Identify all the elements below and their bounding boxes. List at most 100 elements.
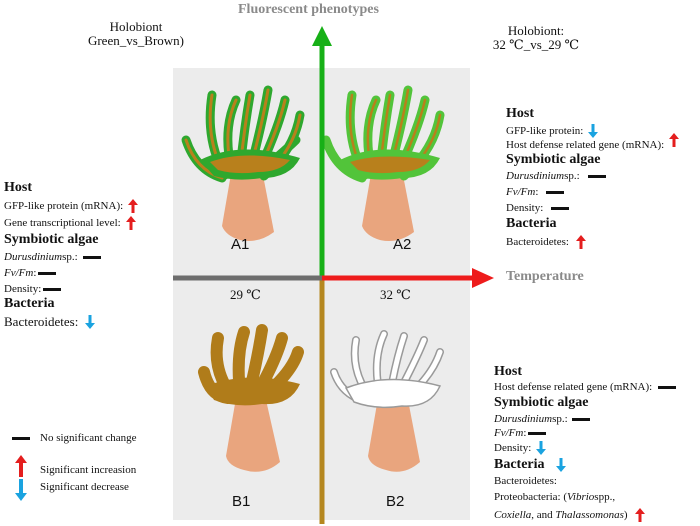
rb-sp-label: sp.: — [552, 413, 568, 425]
panel-label-b1: B1 — [232, 493, 251, 510]
left-algae-title: Symbiotic algae — [4, 232, 99, 247]
rt-density-row: Density: — [506, 202, 680, 214]
rb-fvfm-colon: : — [523, 427, 527, 439]
left-bacteroidetes-row: Bacteroidetes: — [4, 314, 139, 330]
legend-increase-label: Significant increasion — [40, 464, 137, 476]
left-sp-label: sp.: — [62, 251, 78, 263]
rt-defense-row: Host defense related gene (mRNA): — [506, 133, 680, 151]
red-up-arrow-icon — [634, 508, 645, 522]
rt-defense-label: Host defense related gene (mRNA): — [506, 139, 665, 151]
header-right-line2: 32 ℃_vs_29 ℃ — [492, 37, 580, 52]
rt-gfp-label: GFP-like protein: — [506, 125, 584, 137]
header-right-line1: Holobiont: — [507, 23, 565, 38]
right-top-info-block: Host GFP-like protein: Host defense rela… — [506, 106, 680, 250]
anemone-a2 — [321, 85, 445, 241]
rb-coxiella-row: Coxiella, and Thalassomonas) — [494, 507, 676, 523]
rb-defense-label: Host defense related gene (mRNA): — [494, 381, 653, 393]
black-dash-icon — [528, 431, 547, 435]
header-left: Holobiont Green_vs_Brown) — [76, 20, 196, 48]
horizontal-axis-title: Temperature — [506, 269, 584, 284]
rb-density-row: Density: — [494, 440, 676, 456]
header-left-line2: Green_vs_Brown) — [87, 33, 185, 48]
black-dash-icon — [546, 190, 565, 194]
rt-bacteroidetes-row: Bacteroidetes: — [506, 234, 680, 250]
right-bottom-info-block: Host Host defense related gene (mRNA): S… — [494, 364, 677, 523]
black-dash-icon — [658, 385, 677, 389]
temp-label-29: 29 ℃ — [230, 287, 261, 302]
red-up-arrow-icon — [128, 199, 139, 213]
rb-bacteroidetes-row: Bacteroidetes: — [494, 475, 676, 487]
panel-label-b2: B2 — [386, 493, 405, 510]
left-durusdinium-row: Durusdinium sp.: — [4, 251, 139, 263]
rb-durusdinium-row: Durusdinium sp.: — [494, 413, 676, 425]
left-bacteroidetes-label: Bacteroidetes: — [4, 314, 79, 329]
anemone-a1 — [181, 85, 305, 241]
rt-fvfm-label: Fv/Fm — [506, 186, 536, 198]
rt-bacteria-title: Bacteria — [506, 216, 557, 231]
left-bacteria-title: Bacteria — [4, 296, 55, 311]
rb-durusdinium-label: Durusdinium — [494, 413, 553, 425]
rb-coxiella: Coxiella — [494, 509, 532, 521]
rt-density-label: Density: — [506, 202, 544, 214]
blue-down-arrow-icon — [536, 441, 547, 455]
blue-down-arrow-icon — [588, 124, 599, 138]
header-left-line1: Holobiont — [109, 19, 163, 34]
left-gene-label: Gene transcriptional level: — [4, 217, 121, 229]
red-up-arrow-icon — [15, 455, 27, 477]
left-gfp-row: GFP-like protein (mRNA): — [4, 198, 139, 214]
rt-algae-title: Symbiotic algae — [506, 152, 601, 167]
left-info-block: Host GFP-like protein (mRNA): Gene trans… — [4, 180, 139, 330]
rb-density-label: Density: — [494, 442, 532, 454]
rb-defense-row: Host defense related gene (mRNA): — [494, 381, 677, 393]
rt-sp-label: sp.: — [564, 170, 580, 182]
legend-increase: Significant increasion — [12, 454, 137, 478]
left-host-title: Host — [4, 180, 32, 195]
rt-durusdinium-label: Durusdinium — [506, 170, 565, 182]
rb-bacteroidetes-label: Bacteroidetes: — [494, 475, 557, 487]
legend-no-change-label: No significant change — [40, 432, 137, 444]
red-up-arrow-icon — [125, 216, 136, 230]
horizontal-axis-arrowhead — [472, 268, 494, 288]
rt-gfp-row: GFP-like protein: — [506, 123, 680, 139]
left-density-row: Density: — [4, 283, 139, 295]
rb-spp: spp., — [594, 491, 616, 503]
rt-durusdinium-row: Durusdinium sp.: — [506, 170, 680, 182]
rb-thalassomonas: Thalassomonas — [555, 509, 624, 521]
left-fvfm-row: Fv/Fm: — [4, 267, 139, 279]
rb-proteo-prefix: Proteobacteria: ( — [494, 491, 567, 503]
rt-fvfm-row: Fv/Fm: — [506, 186, 680, 198]
legend-no-change: No significant change — [12, 432, 137, 444]
black-dash-icon — [571, 417, 590, 421]
panel-label-a2: A2 — [393, 236, 412, 253]
blue-down-arrow-icon — [555, 458, 566, 472]
rb-host-title: Host — [494, 364, 522, 379]
left-gene-row: Gene transcriptional level: — [4, 215, 139, 231]
black-dash-icon — [38, 271, 57, 275]
left-durusdinium-label: Durusdinium — [4, 251, 63, 263]
rb-vibrio: Vibrio — [567, 491, 595, 503]
legend-decrease: Significant decrease — [12, 478, 137, 502]
blue-down-arrow-icon — [15, 479, 27, 501]
vertical-axis-arrowhead — [312, 26, 332, 46]
rt-fvfm-colon: : — [535, 186, 539, 198]
legend-decrease-label: Significant decrease — [40, 481, 129, 493]
anemone-b1 — [198, 324, 304, 472]
rb-close: ) — [623, 509, 628, 521]
rb-bacteria-title: Bacteria — [494, 457, 545, 472]
rb-proteo-row: Proteobacteria: (Vibrio spp., — [494, 491, 676, 503]
legend: No significant change Significant increa… — [12, 432, 137, 502]
rt-host-title: Host — [506, 106, 534, 121]
header-right: Holobiont: 32 ℃_vs_29 ℃ — [466, 24, 606, 52]
vertical-axis-title: Fluorescent phenotypes — [238, 2, 379, 17]
rb-and: , and — [531, 509, 556, 521]
rb-bacteria-title-row: Bacteria — [494, 457, 676, 473]
rb-fvfm-label: Fv/Fm — [494, 427, 524, 439]
blue-down-arrow-icon — [85, 315, 96, 329]
black-dash-icon — [82, 255, 101, 259]
red-up-arrow-icon — [575, 235, 586, 249]
left-gfp-label: GFP-like protein (mRNA): — [4, 200, 124, 212]
anemone-b2 — [330, 330, 444, 472]
rb-fvfm-row: Fv/Fm: — [494, 427, 676, 439]
left-fvfm-colon: : — [33, 267, 37, 279]
